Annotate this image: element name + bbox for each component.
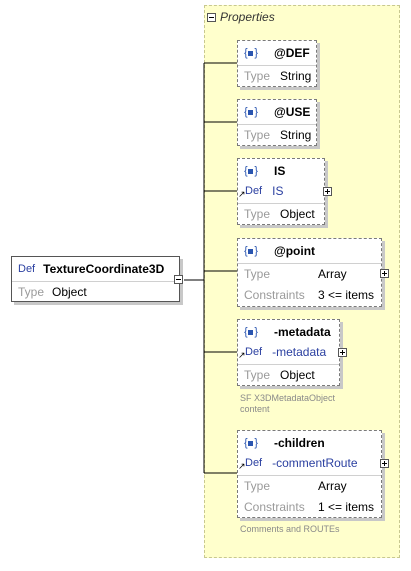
attribute-name: @point xyxy=(274,244,316,258)
divider xyxy=(238,124,316,125)
type-value: String xyxy=(280,128,312,142)
divider xyxy=(238,364,339,365)
expand-icon[interactable] xyxy=(323,187,332,196)
properties-title: Properties xyxy=(220,10,275,24)
constraints-label: Constraints xyxy=(244,500,305,514)
def-label: Def xyxy=(245,457,263,469)
reference-arrow-icon: ↗ xyxy=(238,349,246,360)
element-name: -children xyxy=(274,436,325,450)
root-collapse-icon[interactable] xyxy=(174,275,183,284)
attribute-use-box[interactable]: @USE Type String xyxy=(237,99,317,146)
attribute-def-box[interactable]: @DEF Type String xyxy=(237,40,317,87)
metadata-note: SF X3DMetadataObject content xyxy=(240,393,335,415)
type-value: Object xyxy=(280,368,315,382)
type-label: Type xyxy=(244,368,271,382)
children-note: Comments and ROUTEs xyxy=(240,524,340,535)
constraints-value: 1 <= items xyxy=(318,500,375,514)
type-label: Type xyxy=(244,69,271,83)
type-value: Array xyxy=(318,479,347,493)
def-value: -metadata xyxy=(272,345,327,359)
reference-arrow-icon: ↗ xyxy=(238,188,246,199)
element-metadata-box[interactable]: -metadata ↗ Def -metadata Type Object xyxy=(237,319,347,386)
element-icon xyxy=(244,326,258,338)
expand-icon[interactable] xyxy=(380,269,389,278)
element-name: IS xyxy=(274,164,286,178)
divider xyxy=(238,263,381,264)
type-label: Type xyxy=(244,479,271,493)
divider xyxy=(238,65,316,66)
root-def-label: Def xyxy=(18,263,36,275)
def-value: -commentRoute xyxy=(272,456,358,470)
note-line: SF X3DMetadataObject xyxy=(240,393,336,403)
type-value: Array xyxy=(318,267,347,281)
attribute-icon xyxy=(244,47,258,59)
collapse-icon[interactable] xyxy=(207,12,216,22)
expand-icon[interactable] xyxy=(338,348,347,357)
type-label: Type xyxy=(244,128,271,142)
constraints-label: Constraints xyxy=(244,288,305,302)
attribute-name: @USE xyxy=(274,105,311,119)
type-value: String xyxy=(280,69,312,83)
element-icon xyxy=(244,437,258,449)
type-label: Type xyxy=(244,267,271,281)
expand-icon[interactable] xyxy=(380,459,389,468)
element-name: -metadata xyxy=(274,325,331,339)
properties-header[interactable]: Properties xyxy=(207,10,275,24)
type-value: Object xyxy=(280,207,315,221)
element-is-box[interactable]: IS ↗ Def IS Type Object xyxy=(237,158,332,225)
root-type-value: Object xyxy=(52,285,87,299)
note-line: Comments and ROUTEs xyxy=(240,524,340,534)
root-node[interactable]: Def TextureCoordinate3D Type Object xyxy=(11,256,180,302)
attribute-icon xyxy=(244,106,258,118)
element-icon xyxy=(244,165,258,177)
divider xyxy=(238,475,381,476)
element-children-box[interactable]: -children ↗ Def -commentRoute Type Array… xyxy=(237,430,389,518)
def-value: IS xyxy=(272,184,284,198)
attribute-name: @DEF xyxy=(274,46,310,60)
reference-arrow-icon: ↗ xyxy=(238,460,246,471)
root-name: TextureCoordinate3D xyxy=(43,262,165,276)
root-type-label: Type xyxy=(18,285,45,299)
type-label: Type xyxy=(244,207,271,221)
def-label: Def xyxy=(245,346,263,358)
attribute-icon xyxy=(244,245,258,257)
attribute-point-box[interactable]: @point Type Array Constraints 3 <= items xyxy=(237,238,389,307)
def-label: Def xyxy=(245,185,263,197)
constraints-value: 3 <= items xyxy=(318,288,375,302)
divider xyxy=(12,281,179,282)
note-line: content xyxy=(240,404,270,414)
divider xyxy=(238,203,324,204)
